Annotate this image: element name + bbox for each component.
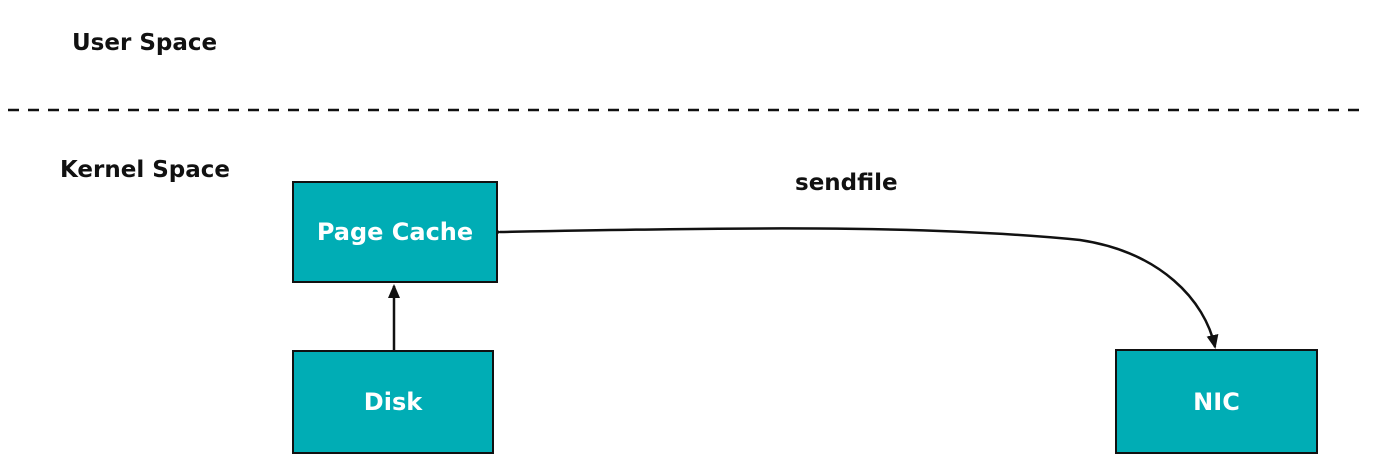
page-cache-node: Page Cache [292,181,498,283]
nic-label: NIC [1193,387,1240,416]
nic-node: NIC [1115,349,1318,454]
page-cache-label: Page Cache [316,218,474,246]
disk-node: Disk [292,350,494,454]
sendfile-label: sendfile [795,170,898,196]
sendfile-arrow [487,226,1219,349]
disk-label: Disk [363,388,423,416]
kernel-space-label: Kernel Space [60,157,231,183]
user-space-label: User Space [72,30,218,56]
